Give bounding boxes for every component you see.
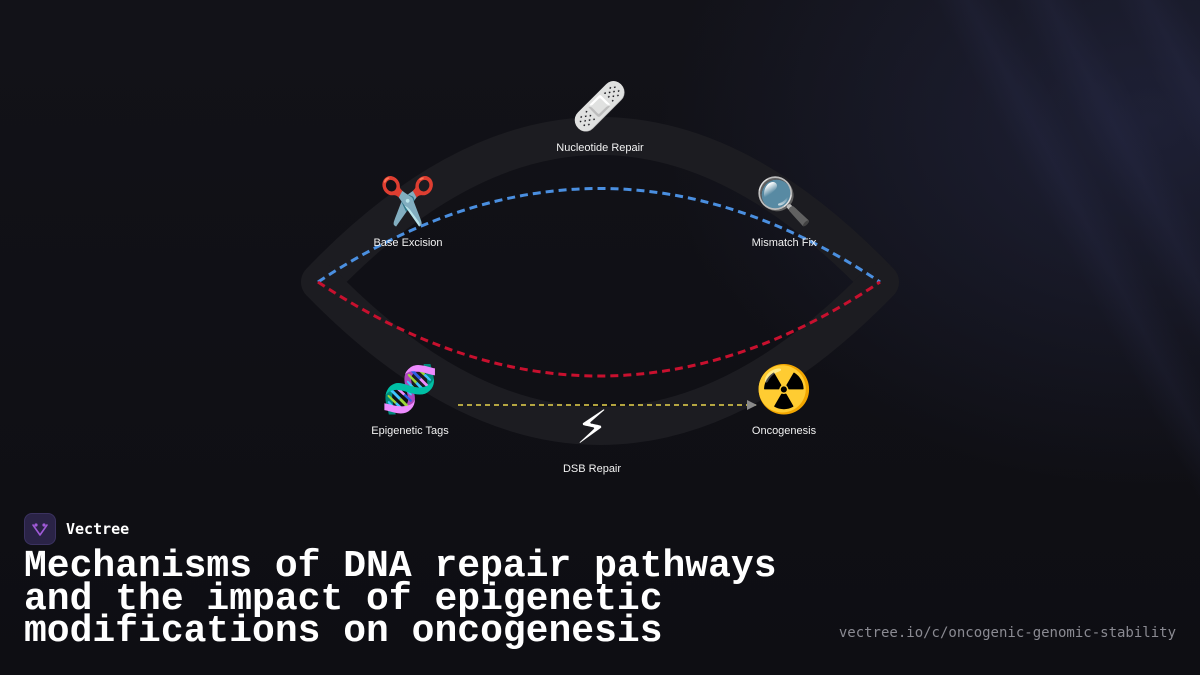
- brand-name: Vectree: [66, 520, 130, 538]
- magnifier-icon: 🔍: [755, 174, 813, 228]
- vectree-logo-icon: [24, 513, 56, 545]
- node-label: Mismatch Fix: [751, 237, 817, 249]
- radioactive-icon: ☢️: [755, 362, 813, 416]
- page-title: Mechanisms of DNA repair pathways and th…: [24, 545, 777, 653]
- brand[interactable]: Vectree: [24, 512, 129, 546]
- source-url[interactable]: vectree.io/c/oncogenic-genomic-stability: [838, 625, 1176, 641]
- upper-arc: [317, 187, 881, 284]
- node-dsb-repair: ⚡ DSB Repair: [563, 401, 621, 475]
- node-label: Nucleotide Repair: [556, 142, 644, 154]
- node-label: Oncogenesis: [751, 425, 817, 437]
- ring-band-top: [301, 117, 899, 301]
- node-oncogenesis: ☢️ Oncogenesis: [752, 363, 816, 437]
- bandage-icon: 🩹: [571, 79, 629, 133]
- node-label: Epigenetic Tags: [371, 425, 449, 437]
- lower-arc: [317, 280, 881, 378]
- node-epigenetic-tags: 🧬 Epigenetic Tags: [371, 363, 448, 437]
- ring-band-bottom: [301, 263, 899, 445]
- scissors-icon: ✂️: [379, 174, 437, 228]
- node-label: DSB Repair: [562, 463, 622, 475]
- vectree-logo-mark: [32, 523, 48, 536]
- lightning-icon: ⚡: [575, 400, 609, 454]
- node-base-excision: ✂️ Base Excision: [373, 175, 442, 249]
- node-mismatch-fix: 🔍 Mismatch Fix: [752, 175, 817, 249]
- dna-icon: 🧬: [381, 362, 439, 416]
- node-nucleotide-repair: 🩹 Nucleotide Repair: [556, 80, 643, 154]
- node-label: Base Excision: [373, 237, 443, 249]
